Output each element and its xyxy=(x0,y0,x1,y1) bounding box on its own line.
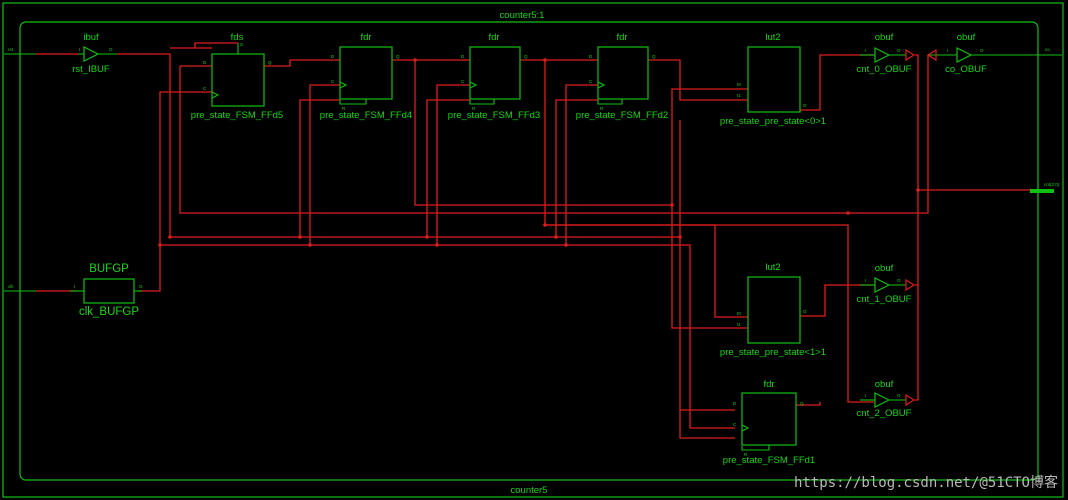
svg-text:D: D xyxy=(203,60,207,65)
svg-text:I0: I0 xyxy=(737,311,741,316)
svg-text:Q: Q xyxy=(524,54,528,59)
obuf0-name: cnt_0_OBUF xyxy=(857,64,912,75)
svg-text:O: O xyxy=(980,48,984,53)
buffer-triangle-icon xyxy=(874,392,891,408)
svg-text:O: O xyxy=(897,48,901,53)
lut-pre-state-1[interactable]: lut2 I0 I1 O pre_state_pre_state<1>1 xyxy=(720,262,826,358)
ffd5-type: fds xyxy=(231,32,244,43)
flipflop-ffd5[interactable]: fds S D C Q pre_state_FSM_FFd5 xyxy=(191,32,283,121)
buffer-triangle-icon xyxy=(874,47,891,63)
port-clk[interactable]: clk xyxy=(4,284,36,292)
svg-text:Q: Q xyxy=(800,401,804,406)
svg-text:O: O xyxy=(897,278,901,283)
obuf-cnt-2[interactable]: obuf I O cnt_2_OBUF xyxy=(857,379,916,419)
ffd2-name: pre_state_FSM_FFd2 xyxy=(576,110,668,121)
svg-text:D: D xyxy=(461,54,465,59)
port-co-label: co xyxy=(1045,47,1050,52)
ffd3-type: fdr xyxy=(488,32,499,43)
clk-bufgp-name: clk_BUFGP xyxy=(79,306,139,318)
svg-text:D: D xyxy=(331,54,335,59)
svg-text:R: R xyxy=(472,106,476,111)
watermark-text: https://blog.csdn.net/@51CTO博客 xyxy=(794,474,1058,491)
obuf-cnt-1[interactable]: obuf I O cnt_1_OBUF xyxy=(857,263,916,305)
svg-text:D: D xyxy=(733,401,737,406)
lut-pre-state-0[interactable]: lut2 I0 I1 O pre_state_pre_state<0>1 xyxy=(720,32,826,127)
svg-text:I: I xyxy=(865,393,866,398)
obuf2-type: obuf xyxy=(875,379,894,390)
port-rst[interactable]: rst xyxy=(4,47,36,55)
svg-text:C: C xyxy=(589,79,593,84)
svg-text:C: C xyxy=(461,79,465,84)
svg-text:I1: I1 xyxy=(737,322,741,327)
port-cnt-label: cnt(2:0) xyxy=(1044,182,1060,187)
svg-text:Q: Q xyxy=(268,60,272,65)
obuf-co-type: obuf xyxy=(957,32,976,43)
obuf1-name: cnt_1_OBUF xyxy=(857,294,912,305)
buffer-triangle-icon xyxy=(956,47,973,63)
port-cnt-bus[interactable]: cnt(2:0) xyxy=(1030,182,1060,193)
svg-text:D: D xyxy=(589,54,593,59)
buffer-triangle-icon xyxy=(83,46,100,62)
svg-text:I: I xyxy=(865,278,866,283)
ffd4-name: pre_state_FSM_FFd4 xyxy=(320,110,412,121)
svg-text:C: C xyxy=(733,422,737,427)
rst-ibuf-type: ibuf xyxy=(83,32,99,43)
obuf2-name: cnt_2_OBUF xyxy=(857,408,912,419)
block-title: counter5:1 xyxy=(500,10,545,21)
svg-text:Q: Q xyxy=(652,54,656,59)
obuf-cnt-0[interactable]: obuf I O cnt_0_OBUF xyxy=(857,32,916,75)
svg-text:O: O xyxy=(897,393,901,398)
lut1-name: pre_state_pre_state<1>1 xyxy=(720,347,826,358)
buffer-triangle-icon xyxy=(874,277,891,293)
svg-text:O: O xyxy=(139,284,143,289)
svg-text:C: C xyxy=(203,86,207,91)
clk-bufgp-type: BUFGP xyxy=(89,263,129,275)
lut0-name: pre_state_pre_state<0>1 xyxy=(720,116,826,127)
ffd1-name: pre_state_FSM_FFd1 xyxy=(723,455,815,466)
obuf-co[interactable]: obuf I O co_OBUF xyxy=(926,32,1030,75)
ffd3-name: pre_state_FSM_FFd3 xyxy=(448,110,540,121)
svg-text:I: I xyxy=(947,48,948,53)
svg-text:I: I xyxy=(79,47,80,52)
counter5-block-frame xyxy=(19,21,1039,481)
lut0-type: lut2 xyxy=(765,32,780,43)
svg-text:R: R xyxy=(600,106,604,111)
svg-text:I: I xyxy=(865,48,866,53)
ffd1-type: fdr xyxy=(763,379,774,390)
port-rst-label: rst xyxy=(8,47,14,52)
svg-text:I1: I1 xyxy=(737,93,741,98)
rst-ibuf-name: rst_IBUF xyxy=(72,64,110,75)
svg-text:I: I xyxy=(74,284,75,289)
flipflop-ffd2[interactable]: fdr D C R Q pre_state_FSM_FFd2 xyxy=(576,32,668,121)
lut1-type: lut2 xyxy=(765,262,780,273)
svg-text:R: R xyxy=(744,452,748,457)
svg-text:O: O xyxy=(803,103,807,108)
rst-ibuf[interactable]: ibuf I O rst_IBUF xyxy=(72,32,117,75)
port-co[interactable]: co xyxy=(1030,47,1062,56)
clk-bufgp[interactable]: BUFGP I O clk_BUFGP xyxy=(70,263,143,318)
flipflop-ffd4[interactable]: fdr D C R Q pre_state_FSM_FFd4 xyxy=(320,32,412,121)
obuf-co-name: co_OBUF xyxy=(945,64,987,75)
svg-text:R: R xyxy=(342,106,346,111)
nets xyxy=(36,42,1030,439)
obuf0-type: obuf xyxy=(875,32,894,43)
svg-text:C: C xyxy=(331,79,335,84)
svg-text:I0: I0 xyxy=(737,82,741,87)
obuf1-type: obuf xyxy=(875,263,894,274)
clk-bufgp-box xyxy=(83,278,135,304)
svg-text:Q: Q xyxy=(396,54,400,59)
flipflop-ffd3[interactable]: fdr D C R Q pre_state_FSM_FFd3 xyxy=(448,32,540,121)
ffd4-type: fdr xyxy=(360,32,371,43)
net-junctions xyxy=(158,58,920,247)
svg-text:S: S xyxy=(240,42,243,47)
flipflop-ffd1[interactable]: fdr D C R Q pre_state_FSM_FFd1 xyxy=(723,379,815,466)
ffd5-name: pre_state_FSM_FFd5 xyxy=(191,110,283,121)
svg-text:O: O xyxy=(803,309,807,314)
block-bottom-label: counter5 xyxy=(511,485,548,496)
svg-text:O: O xyxy=(109,47,113,52)
port-clk-label: clk xyxy=(8,284,14,289)
ffd2-type: fdr xyxy=(616,32,627,43)
